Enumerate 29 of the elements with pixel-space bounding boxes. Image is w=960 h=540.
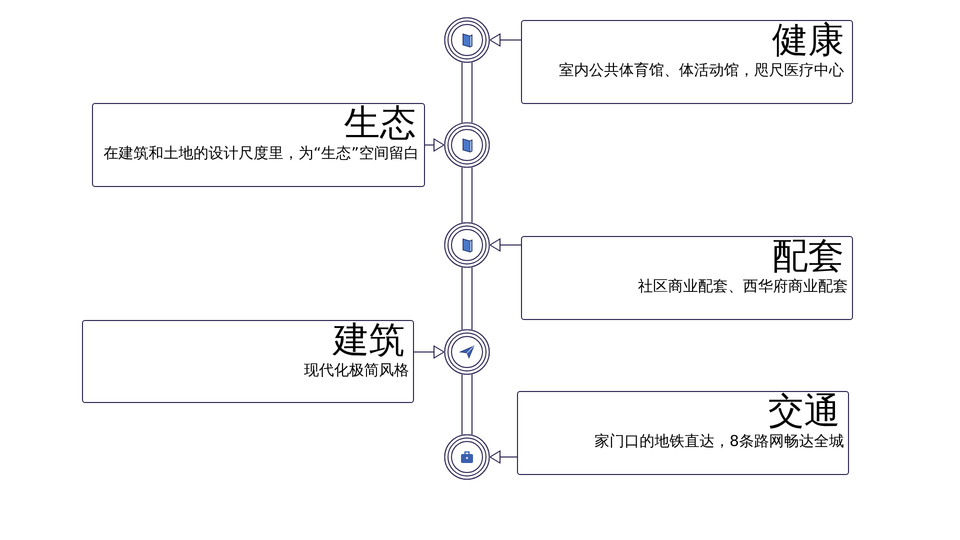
card-heading: 建筑 — [333, 321, 405, 361]
timeline-line — [462, 266, 472, 330]
card-heading: 生态 — [344, 104, 416, 144]
pointer-arrow — [490, 450, 518, 464]
text-card — [521, 236, 853, 320]
card-description: 社区商业配套、西华府商业配套 — [637, 277, 848, 296]
text-card — [92, 103, 425, 187]
timeline-node — [444, 434, 490, 480]
text-card — [521, 20, 853, 104]
pointer-arrow — [424, 138, 444, 152]
card-heading: 交通 — [768, 392, 840, 432]
timeline-line — [462, 62, 472, 124]
card-description: 室内公共体育馆、体活动馆，咫尺医疗中心 — [558, 61, 844, 80]
card-description: 在建筑和土地的设计尺度里，为“生态”空间留白 — [102, 144, 419, 163]
timeline-node — [444, 329, 490, 375]
pointer-arrow — [414, 346, 444, 358]
card-heading: 配套 — [772, 237, 844, 277]
pointer-arrow — [490, 34, 522, 46]
timeline-node — [444, 17, 490, 63]
pointer-arrow — [490, 238, 522, 252]
timeline-line — [462, 166, 472, 224]
card-description: 现代化极简风格 — [303, 361, 409, 380]
timeline-line — [462, 374, 472, 436]
text-card — [82, 320, 414, 403]
timeline-node — [444, 122, 490, 168]
card-description: 家门口的地铁直达，8条路网畅达全城 — [593, 432, 844, 451]
timeline-node — [444, 222, 490, 268]
text-card — [517, 391, 849, 475]
card-heading: 健康 — [772, 21, 844, 61]
